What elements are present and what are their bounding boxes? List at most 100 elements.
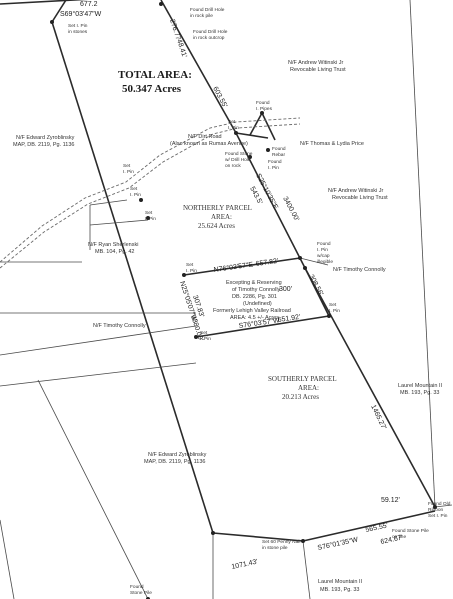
label-drill-top2-2: in rock outcrop (193, 35, 225, 41)
railroad-north-line (183, 257, 301, 276)
adjoiner-line-3 (0, 362, 197, 387)
label-set-penny-2: in stone pile (262, 545, 288, 551)
dirt-road-lower (0, 123, 301, 269)
owner-sherlenski-1: N/F Ryan Sherlenski (88, 242, 138, 248)
label-found-rebar-2: Rebar (272, 152, 285, 158)
distance-east-long: 1465.27' (369, 404, 387, 431)
title-line-1: TOTAL AREA: (118, 69, 192, 81)
label-stone-drill-3: on rock (225, 163, 241, 169)
east-upper-line (235, 132, 306, 269)
bearing-bottom: S76°01'35"W (317, 535, 359, 551)
label-set-pin-e-1: Set (186, 262, 194, 268)
label-set-penny-1: Set 60 Penny Nail (262, 539, 300, 545)
northerly-parcel-area: 25.624 Acres (198, 222, 235, 230)
label-set-pin-g-1: Set (200, 330, 208, 336)
owner-price: N/F Thomas & Lydia Price (300, 141, 364, 147)
label-set-pin-b-1: Set (123, 163, 131, 169)
label-set-pin-f-1: Set (329, 302, 337, 308)
distance-off-east: 59.12' (381, 497, 400, 504)
label-found-oil-ribbon-2: Ribbon (428, 507, 444, 513)
pin-cluster-line-a (235, 132, 269, 139)
distance-west-2: 3380.00' (189, 314, 204, 341)
southerly-parcel-name: SOUTHERLY PARCEL (268, 375, 337, 383)
label-found-pin-right-1: Found (317, 241, 331, 247)
adjoiner-line-13 (89, 199, 128, 206)
south-boundary-line (302, 510, 436, 542)
owner-witinski-top-1: N/F Andrew Witinski Jr (288, 60, 343, 66)
label-found-pipes-1: Found (256, 100, 270, 106)
label-stone-drill-2: w/ Drill Hole (225, 157, 251, 163)
owner-zyroblinsky-top-2: MAP, DB. 2119, Pg. 1136 (13, 142, 74, 148)
distance-diag-3: 3400.00' (281, 196, 300, 223)
owner-sherlenski-2: MB. 104, Pg. 42 (95, 249, 134, 255)
label-found-pin-right-4: illegible (317, 259, 333, 265)
label-set-pin-c-2: I. Pin (130, 192, 141, 198)
distance-right-side: 308.56' (307, 274, 324, 297)
owner-witinski-mid-1: N/F Andrew Witinski Jr (328, 188, 383, 194)
exception-line-6: AREA: 4.5 +/- Acres (230, 315, 279, 321)
adjoiner-line-4 (37, 379, 149, 599)
distance-bottom-565: 565.55' (365, 522, 389, 534)
owner-zyroblinsky-bottom-1: N/F Edward Zyroblinsky (148, 452, 207, 458)
distance-top-mid-2: 48.41' (175, 38, 187, 58)
label-found-oil-ribbon-1: Found Old (428, 501, 451, 507)
label-found-stone-pile-1: Found Stone Pile (392, 528, 429, 534)
distance-rail-300: 300' (279, 286, 292, 293)
label-drill-top2-1: Found Drill Hole (193, 29, 228, 35)
exception-line-5: Formerly Lehigh Valley Railroad (213, 308, 291, 314)
label-set-pin-g-2: I. Pin (200, 336, 211, 342)
distance-rail-north: 657.82' (255, 258, 279, 268)
bearing-top-left: S69°03'47"W (60, 10, 102, 18)
railroad-east-line (304, 267, 330, 317)
label-drill-top-1: Found Drill Hole (190, 7, 225, 13)
label-set-pin-b-2: I. Pin (123, 169, 134, 175)
label-found-stone-bottom-2: Stone Pile (130, 590, 152, 596)
pin-cluster-line-b (249, 112, 263, 136)
label-found-pipes-2: I. Pipes (256, 106, 273, 112)
label-set-pin-f-2: I. Pin (329, 308, 340, 314)
northerly-parcel-name: NORTHERLY PARCEL (183, 204, 252, 212)
label-found-pin-right-3: w/cap (317, 253, 330, 259)
label-set-pin-c-1: Set (130, 186, 138, 192)
south-boundary-line-west (212, 532, 304, 542)
top-boundary-line (0, 0, 89, 5)
owner-witinski-mid-2: Revocable Living Trust (332, 195, 388, 201)
owner-zyroblinsky-top-1: N/F Edward Zyroblinsky (16, 135, 75, 141)
label-set-pin-a-1: Set (228, 119, 236, 125)
label-set-pin-d-2: I. Pin (145, 216, 156, 222)
owner-witinski-top-2: Revocable Living Trust (290, 67, 346, 73)
distance-rail-south: 651.92' (277, 314, 301, 324)
owner-connolly-right: N/F Timothy Connolly (333, 267, 386, 273)
west-boundary-line (51, 21, 214, 534)
distance-bottom-624: 624.67' (380, 534, 404, 546)
dirt-road-upper (0, 117, 301, 263)
label-drill-top-2: in rock pile (190, 13, 213, 19)
label-found-pin-right-2: I. Pin (317, 247, 328, 253)
distance-top-left: 677.2 (80, 1, 98, 8)
adjoiner-line-10 (299, 257, 329, 266)
railroad-south-line (195, 315, 330, 338)
road-label-1: N/F Dirt Road (188, 134, 222, 140)
label-found-stone-bottom-1: Found (130, 584, 144, 590)
distance-bottom-1071: 1071.43' (231, 559, 259, 571)
adjoiner-line-2 (0, 325, 197, 356)
adjoiner-line-7 (434, 504, 453, 508)
distance-top-mid: 276.77 (168, 18, 181, 41)
label-found-rebar-1: Found (272, 146, 286, 152)
northerly-parcel-area-label: AREA: (211, 213, 232, 221)
top-west-line (51, 0, 67, 23)
label-found-pin-road-1: Found (268, 159, 282, 165)
owner-connolly-left: N/F Timothy Connolly (93, 323, 146, 329)
label-found-pin-road-2: I. Pin (268, 165, 279, 171)
east-long-line (304, 267, 436, 508)
exception-line-2: of Timothy Connolly (232, 287, 281, 293)
title-line-2: 50.347 Acres (122, 83, 182, 95)
owner-laurel-bottom-1: Laurel Mountain II (318, 579, 362, 585)
exception-line-3: DB. 2286, Pg. 301 (232, 294, 277, 300)
bearing-rail-north: N76°03'57"E (213, 260, 254, 273)
road-label-2: (Also known as Rumas Avenue) (170, 141, 248, 147)
label-found-oil-ribbon-3: Set I. Pin (428, 513, 448, 519)
exception-line-1: Excepting & Reserving (226, 280, 282, 286)
label-set-pin-a-2: I. Pin (228, 125, 239, 131)
adjoiner-line-8 (409, 0, 436, 508)
